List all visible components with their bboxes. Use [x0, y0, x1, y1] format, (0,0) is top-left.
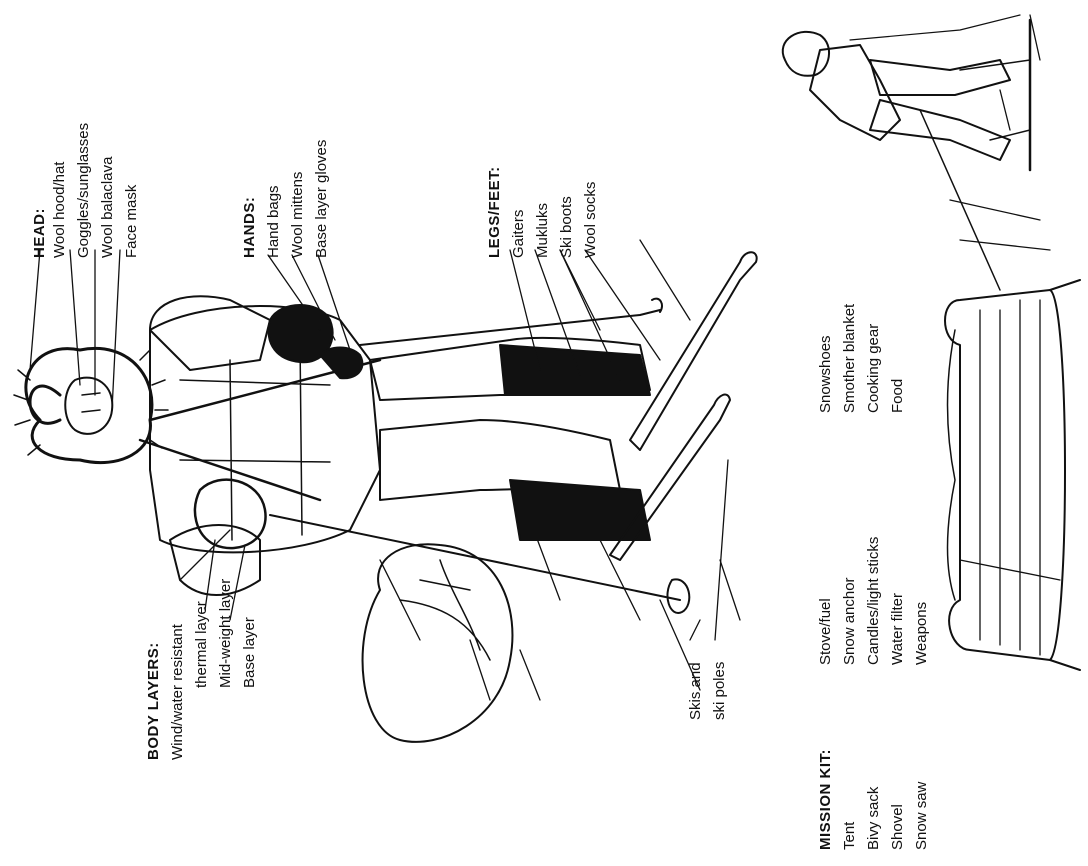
face: [65, 378, 112, 434]
body-layers-heading: BODY LAYERS:: [146, 642, 161, 760]
kit-item-cooking-gear: Cooking gear: [866, 324, 881, 413]
right-arm: [150, 296, 270, 370]
hands-item-hand-bags: Hand bags: [266, 185, 281, 258]
small-skier-figure: [783, 15, 1030, 170]
hands-heading: HANDS:: [242, 197, 257, 258]
head-item-balaclava: Wool balaclava: [100, 157, 115, 258]
skis-label-line1: Skis and: [688, 662, 703, 720]
kit-item-tent: Tent: [842, 822, 857, 850]
skis-label-line2: ski poles: [712, 662, 727, 720]
sled: [920, 110, 1080, 670]
head-heading: HEAD:: [32, 208, 47, 258]
legs-item-ski-boots: Ski boots: [559, 196, 574, 258]
ski-pole-right: [360, 299, 662, 345]
left-mitten: [195, 480, 266, 548]
left-boot: [510, 480, 650, 540]
kit-item-shovel: Shovel: [890, 804, 905, 850]
head-item-hood: Wool hood/hat: [52, 162, 67, 258]
ski-right: [630, 252, 757, 450]
legs-item-mukluks: Mukluks: [535, 203, 550, 258]
body-item-base-layer: Base layer: [242, 617, 257, 688]
kit-item-snow-anchor: Snow anchor: [842, 577, 857, 665]
packed-sack: [363, 544, 513, 742]
kit-item-food: Food: [890, 379, 905, 413]
ground-sketch: [380, 15, 1060, 700]
right-boot: [500, 345, 650, 395]
legs-item-wool-socks: Wool socks: [583, 182, 598, 258]
kit-item-candles: Candles/light sticks: [866, 537, 881, 665]
hood: [26, 348, 152, 462]
kit-item-smother-blanket: Smother blanket: [842, 304, 857, 413]
kit-item-bivy-sack: Bivy sack: [866, 787, 881, 850]
left-arm: [170, 525, 260, 595]
kit-item-water-filter: Water filter: [890, 593, 905, 665]
legs-item-gaiters: Gaiters: [511, 210, 526, 258]
legs-feet-heading: LEGS/FEET:: [487, 166, 502, 258]
body-item-mid-weight-layer: Mid-weight layer: [218, 579, 233, 688]
hands-item-wool-mittens: Wool mittens: [290, 172, 305, 258]
kit-item-snowshoes: Snowshoes: [818, 335, 833, 413]
head-item-goggles: Goggles/sunglasses: [76, 123, 91, 258]
kit-item-snow-saw: Snow saw: [914, 782, 929, 850]
kit-item-stove-fuel: Stove/fuel: [818, 598, 833, 665]
kit-item-weapons: Weapons: [914, 602, 929, 665]
body-item-wind-resistant: Wind/water resistant: [170, 624, 185, 760]
head-item-face-mask: Face mask: [124, 185, 139, 258]
body-item-thermal-layer: thermal layer: [194, 601, 209, 688]
mission-kit-heading: MISSION KIT:: [818, 749, 833, 850]
hands-item-base-gloves: Base layer gloves: [314, 140, 329, 258]
